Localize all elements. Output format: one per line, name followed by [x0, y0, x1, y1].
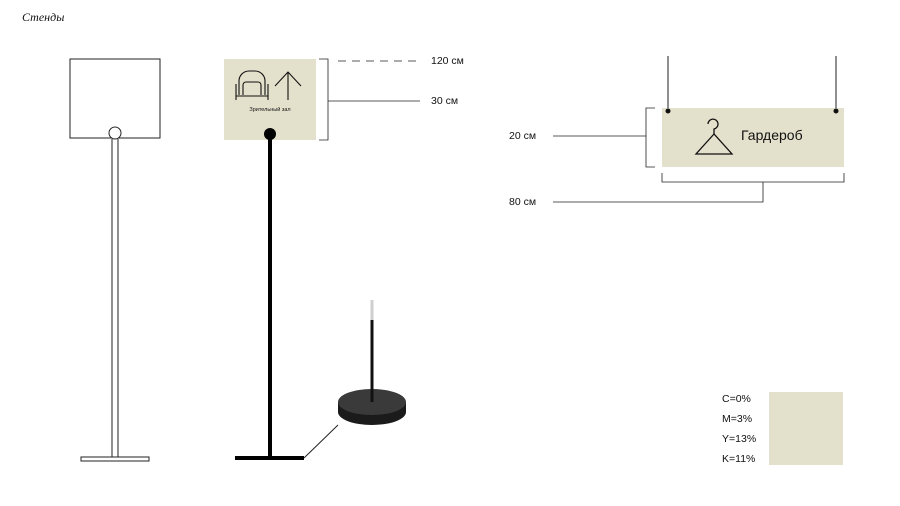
cmyk-y: Y=13%: [722, 433, 757, 445]
cmyk-k: K=11%: [722, 453, 756, 465]
stand-dimension-lines: [319, 58, 420, 141]
hanger-icon: [694, 118, 734, 155]
hanging-sign-height-label: 20 см: [509, 130, 537, 142]
outline-stand-base: [80, 456, 150, 462]
stand-sign-panel: [224, 59, 316, 140]
hanging-sign-label: Гардероб: [741, 127, 803, 143]
stand-sign-caption: Зрительный зал: [249, 107, 291, 113]
page-title: Стенды: [22, 10, 65, 24]
hanging-sign-panel: [662, 108, 844, 167]
hanging-sign-width-label: 80 см: [509, 196, 537, 208]
stand-sign-height-label: 30 см: [431, 95, 459, 107]
outline-stand-sign: [69, 58, 161, 139]
outline-stand-connector: [108, 126, 122, 140]
hanging-sign: [662, 56, 844, 167]
floor-stand: [224, 59, 316, 460]
cmyk-m: M=3%: [722, 413, 753, 425]
cmyk-c: C=0%: [722, 393, 751, 405]
color-swatch: [769, 392, 843, 465]
theater-seat-icon: [235, 70, 269, 100]
detail-leader-line: [303, 424, 339, 459]
hanging-sign-dimension-lines: [553, 107, 845, 203]
outline-floor-stand: [69, 58, 161, 462]
cmyk-values: C=0% M=3% Y=13% K=11%: [722, 389, 756, 469]
arrow-up-icon: [274, 71, 302, 100]
stand-base: [235, 456, 304, 460]
stand-height-label: 120 см: [431, 55, 464, 67]
stand-pole: [268, 134, 272, 459]
round-base-detail: [303, 300, 406, 459]
